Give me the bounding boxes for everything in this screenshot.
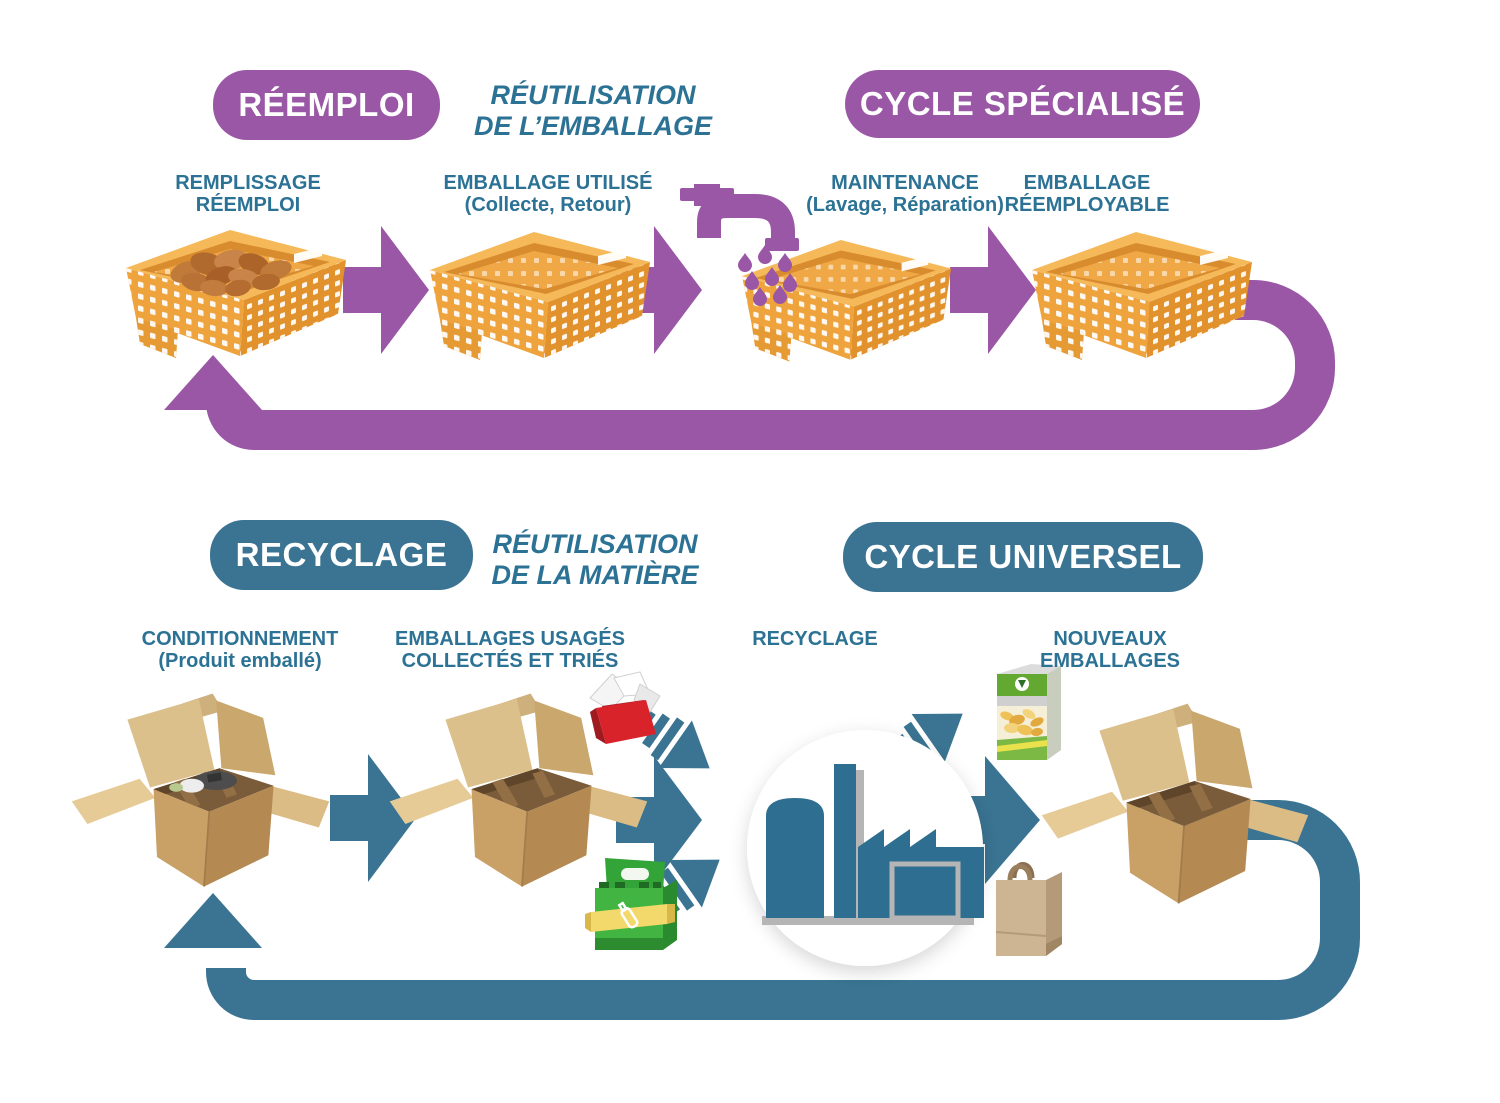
step-subtitle: EMBALLAGES bbox=[1040, 650, 1180, 673]
step-title: EMBALLAGES USAGÉS bbox=[394, 628, 626, 650]
badge-reemploi: RÉEMPLOI bbox=[213, 70, 440, 140]
paper-bag-icon bbox=[995, 862, 1062, 956]
step-label-emballage-reemployable: EMBALLAGE RÉEMPLOYABLE bbox=[947, 172, 1227, 217]
bread-crate-full-icon bbox=[126, 230, 346, 358]
badge-cycle-specialise: CYCLE SPÉCIALISÉ bbox=[845, 70, 1200, 138]
right-arrow-icon bbox=[950, 226, 1036, 354]
step-title: NOUVEAUX bbox=[1053, 628, 1167, 650]
step-subtitle: RÉEMPLOI bbox=[195, 194, 301, 217]
step-title: CONDITIONNEMENT bbox=[141, 628, 339, 650]
chips bbox=[1000, 709, 1044, 737]
bread-crate-clean-icon bbox=[1032, 232, 1252, 360]
step-label-conditionnement: CONDITIONNEMENT (Produit emballé) bbox=[100, 628, 380, 673]
step-label-recyclage: RECYCLAGE bbox=[675, 628, 955, 650]
bread-crate-empty-icon bbox=[430, 232, 650, 360]
cardboard-box-packed-icon bbox=[70, 692, 331, 888]
loop-arrowhead-up bbox=[164, 893, 262, 948]
step-subtitle: (Produit emballé) bbox=[158, 650, 322, 673]
step-label-remplissage: REMPLISSAGE RÉEMPLOI bbox=[108, 172, 388, 217]
snack-carton-icon bbox=[997, 664, 1061, 760]
badge-recyclage: RECYCLAGE bbox=[210, 520, 473, 590]
step-subtitle: (Lavage, Réparation) bbox=[806, 194, 1004, 217]
step-title: EMBALLAGE bbox=[1023, 172, 1151, 194]
step-label-emballages-usages: EMBALLAGES USAGÉS COLLECTÉS ET TRIÉS bbox=[370, 628, 650, 673]
step-title: RECYCLAGE bbox=[752, 628, 878, 650]
packed-product bbox=[169, 770, 238, 793]
bottle-carrier-icon bbox=[585, 858, 677, 950]
step-label-emballage-utilise: EMBALLAGE UTILISÉ (Collecte, Retour) bbox=[408, 172, 688, 217]
takeout-box-icon bbox=[589, 671, 661, 744]
factory-icon bbox=[747, 730, 984, 966]
loop-arrowhead-up bbox=[164, 355, 262, 410]
note-line1: RÉUTILISATION bbox=[492, 529, 698, 559]
step-title: MAINTENANCE bbox=[831, 172, 979, 194]
faucet-icon bbox=[680, 184, 799, 251]
step-title: REMPLISSAGE bbox=[175, 172, 321, 194]
step-subtitle: RÉEMPLOYABLE bbox=[1004, 194, 1170, 217]
note-line2: DE L’EMBALLAGE bbox=[474, 110, 712, 141]
note-line2: DE LA MATIÈRE bbox=[491, 559, 699, 590]
croissants bbox=[170, 249, 292, 297]
step-label-nouveaux-emballages: NOUVEAUX EMBALLAGES bbox=[970, 628, 1250, 673]
step-subtitle: (Collecte, Retour) bbox=[464, 194, 632, 217]
bread-crate-washing-icon bbox=[742, 240, 951, 362]
teal-loop-arrow bbox=[164, 800, 1360, 1020]
note-line1: RÉUTILISATION bbox=[490, 80, 696, 110]
step-subtitle: COLLECTÉS ET TRIÉS bbox=[401, 650, 619, 673]
note-reutilisation-emballage: RÉUTILISATION DE L’EMBALLAGE bbox=[443, 80, 743, 142]
badge-cycle-universel: CYCLE UNIVERSEL bbox=[843, 522, 1203, 592]
step-label-maintenance: MAINTENANCE (Lavage, Réparation) bbox=[765, 172, 1045, 217]
step-title: EMBALLAGE UTILISÉ bbox=[443, 172, 653, 194]
purple-loop-arrow bbox=[164, 280, 1335, 450]
note-reutilisation-matiere: RÉUTILISATION DE LA MATIÈRE bbox=[445, 529, 745, 591]
right-arrow-icon bbox=[343, 226, 429, 354]
